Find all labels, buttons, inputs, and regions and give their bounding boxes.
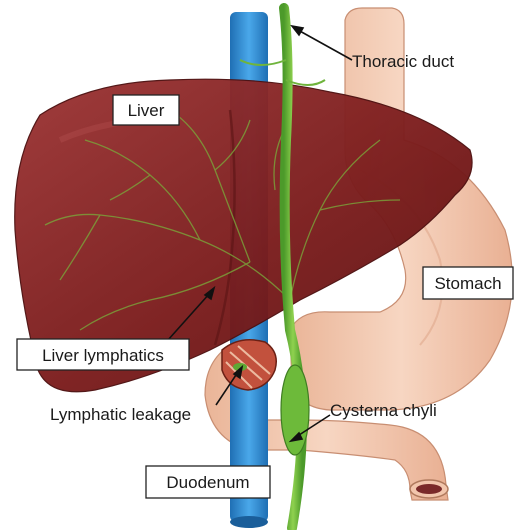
label-cisterna-chyli: Cysterna chyli bbox=[330, 401, 437, 420]
label-duodenum-text: Duodenum bbox=[166, 473, 249, 492]
label-duodenum: Duodenum bbox=[146, 466, 270, 498]
label-thoracic-duct: Thoracic duct bbox=[352, 52, 454, 71]
label-lymphatic-leakage: Lymphatic leakage bbox=[50, 405, 191, 424]
label-liver-lymphatics-text: Liver lymphatics bbox=[42, 346, 164, 365]
cisterna-chyli-sac bbox=[281, 365, 309, 455]
label-stomach: Stomach bbox=[423, 267, 513, 299]
label-liver-text: Liver bbox=[128, 101, 165, 120]
label-liver: Liver bbox=[113, 95, 179, 125]
label-stomach-text: Stomach bbox=[434, 274, 501, 293]
label-liver-lymphatics: Liver lymphatics bbox=[17, 339, 189, 370]
